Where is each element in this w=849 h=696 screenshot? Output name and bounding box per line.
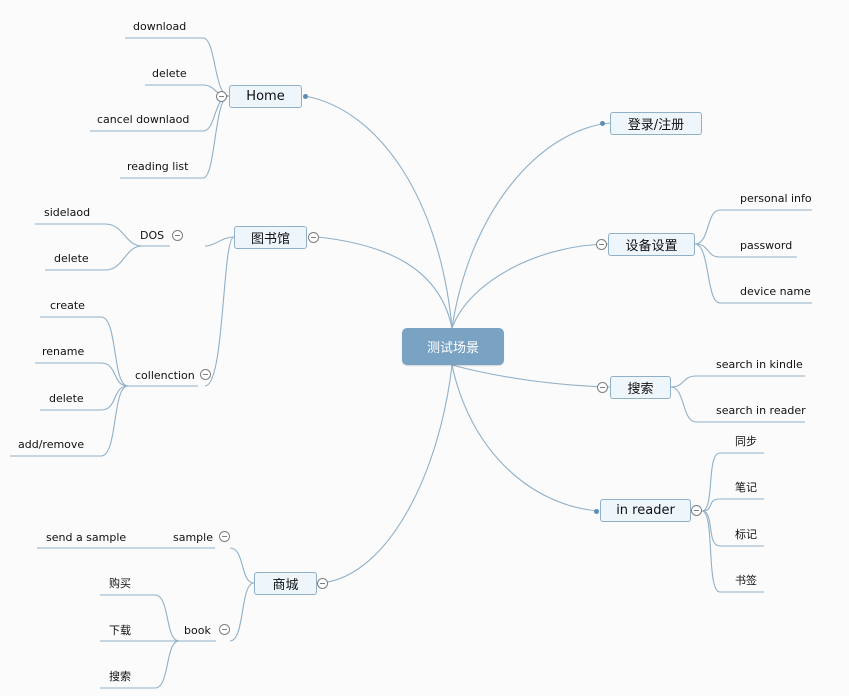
link-store-sample bbox=[229, 547, 255, 584]
link-device-password bbox=[694, 243, 721, 258]
topic-store[interactable]: 商城 bbox=[254, 572, 317, 595]
link-library-dos bbox=[204, 236, 235, 247]
leaf-underlines bbox=[10, 37, 812, 689]
topic-search-label: 搜索 bbox=[627, 382, 654, 397]
topic-library-label: 图书馆 bbox=[250, 232, 290, 247]
topic-search[interactable]: 搜索 bbox=[610, 376, 671, 399]
leaf-create[interactable]: create bbox=[50, 299, 85, 312]
link-home-download bbox=[202, 37, 230, 97]
topic-in-reader-label: in reader bbox=[616, 503, 675, 518]
link-library-collection bbox=[204, 236, 235, 387]
leaf-personal-info[interactable]: personal info bbox=[740, 192, 812, 205]
central-topic-label: 测试场景 bbox=[426, 341, 479, 356]
leaf-sync[interactable]: 同步 bbox=[735, 435, 757, 448]
leaf-bookmarks[interactable]: 书签 bbox=[735, 574, 757, 587]
connector-dot-home bbox=[303, 94, 308, 99]
leaf-password[interactable]: password bbox=[740, 239, 793, 252]
link-search-kindle bbox=[670, 375, 697, 388]
link-dos-delete bbox=[104, 245, 143, 271]
collapse-search-button[interactable] bbox=[597, 382, 608, 393]
link-center-inreader bbox=[451, 364, 599, 512]
topic-login-register[interactable]: 登录/注册 bbox=[610, 112, 702, 135]
subtopic-dos[interactable]: DOS bbox=[140, 229, 165, 242]
link-reader-sync bbox=[701, 452, 721, 512]
leaf-rename[interactable]: rename bbox=[42, 345, 85, 358]
link-device-name bbox=[694, 243, 721, 304]
leaf-reading-list[interactable]: reading list bbox=[127, 160, 189, 173]
leaf-marks[interactable]: 标记 bbox=[735, 528, 757, 541]
subtopic-collection[interactable]: collenction bbox=[135, 369, 195, 382]
collapse-device-settings-button[interactable] bbox=[596, 239, 607, 250]
link-center-home bbox=[304, 95, 453, 329]
link-home-cancel bbox=[202, 95, 230, 132]
collapse-library-button[interactable] bbox=[308, 232, 319, 243]
link-coll-addremove bbox=[100, 385, 129, 457]
leaf-cancel-downlaod[interactable]: cancel downlaod bbox=[97, 113, 190, 126]
link-book-search bbox=[154, 640, 180, 689]
link-coll-delete bbox=[100, 385, 129, 411]
topic-login-label: 登录/注册 bbox=[627, 118, 685, 133]
topic-home[interactable]: Home bbox=[229, 85, 302, 108]
topic-store-label: 商城 bbox=[272, 578, 299, 593]
link-center-search bbox=[451, 364, 611, 388]
topic-device-settings-label: 设备设置 bbox=[625, 239, 678, 254]
link-center-store bbox=[321, 364, 453, 584]
collapse-collection-button[interactable] bbox=[200, 369, 211, 380]
collapse-store-button[interactable] bbox=[317, 578, 328, 589]
central-topic[interactable]: 测试场景 bbox=[402, 328, 504, 365]
connector-dot-in-reader bbox=[594, 509, 599, 514]
leaf-add-remove[interactable]: add/remove bbox=[18, 438, 85, 451]
topic-in-reader[interactable]: in reader bbox=[600, 499, 691, 522]
subtopic-book[interactable]: book bbox=[184, 624, 211, 637]
link-center-device bbox=[451, 243, 609, 329]
connector-dot-login bbox=[600, 121, 605, 126]
leaf-collection-delete[interactable]: delete bbox=[49, 392, 84, 405]
leaf-sidelaod[interactable]: sidelaod bbox=[44, 206, 91, 219]
topic-library[interactable]: 图书馆 bbox=[234, 226, 307, 249]
topic-device-settings[interactable]: 设备设置 bbox=[608, 233, 695, 256]
collapse-dos-button[interactable] bbox=[172, 230, 183, 241]
link-center-login bbox=[451, 122, 611, 329]
leaf-download[interactable]: download bbox=[133, 20, 187, 33]
leaf-device-name[interactable]: device name bbox=[740, 285, 811, 298]
leaf-search-in-reader[interactable]: search in reader bbox=[716, 404, 806, 417]
leaf-search-in-kindle[interactable]: search in kindle bbox=[716, 358, 803, 371]
subtopic-sample[interactable]: sample bbox=[173, 531, 213, 544]
leaf-download-cn[interactable]: 下载 bbox=[109, 624, 131, 637]
link-search-reader bbox=[670, 386, 697, 423]
collapse-sample-button[interactable] bbox=[219, 531, 230, 542]
leaf-send-a-sample[interactable]: send a sample bbox=[46, 531, 127, 544]
link-reader-marks bbox=[701, 510, 721, 547]
link-book-buy bbox=[154, 594, 180, 642]
collapse-book-button[interactable] bbox=[219, 624, 230, 635]
link-device-personal bbox=[694, 209, 721, 245]
link-home-readinglist bbox=[202, 95, 230, 179]
link-center-library bbox=[317, 236, 453, 329]
leaf-home-delete[interactable]: delete bbox=[152, 67, 187, 80]
collapse-in-reader-button[interactable] bbox=[691, 505, 702, 516]
link-dos-sidelaod bbox=[104, 223, 143, 247]
leaf-notes[interactable]: 笔记 bbox=[735, 481, 757, 494]
link-reader-notes bbox=[701, 498, 721, 512]
leaf-search-cn[interactable]: 搜索 bbox=[109, 670, 131, 683]
link-store-book bbox=[229, 582, 255, 642]
link-reader-bookmarks bbox=[701, 510, 721, 593]
leaf-buy[interactable]: 购买 bbox=[109, 577, 131, 590]
topic-home-label: Home bbox=[246, 89, 285, 104]
leaf-dos-delete[interactable]: delete bbox=[54, 252, 89, 265]
collapse-home-button[interactable] bbox=[216, 91, 227, 102]
link-coll-create bbox=[100, 316, 129, 387]
link-coll-rename bbox=[100, 362, 129, 387]
